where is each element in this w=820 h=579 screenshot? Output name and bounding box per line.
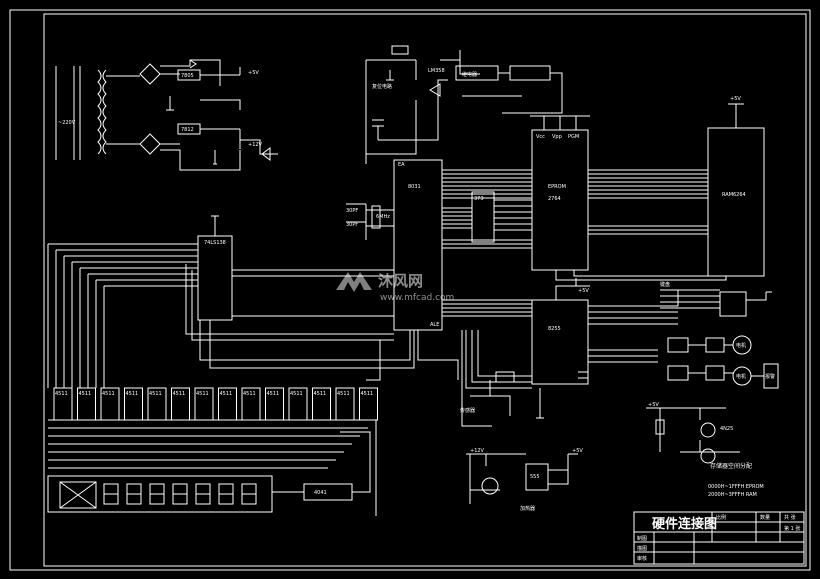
heater-label: 加热器 — [520, 505, 535, 512]
driver-chip-label: 4511 — [220, 391, 233, 397]
seven-seg-digit — [149, 483, 165, 505]
eprom-label: EPROM — [548, 184, 566, 190]
cap1-label: 30PF — [346, 208, 358, 214]
title-cell-drawn: 制图 — [637, 535, 647, 542]
ac-input-label: ~220V — [58, 120, 76, 126]
title-cell-checked: 审核 — [637, 555, 647, 562]
title-cell-sheet: 第 1 张 — [784, 525, 800, 532]
opto-label: 4N25 — [720, 426, 733, 432]
power-supply: ~220V 7805 7812 +5V +12V — [55, 59, 278, 171]
relay-output: 继电器 — [455, 65, 563, 114]
watermark: 沐风网 www.mfcad.com — [336, 272, 454, 303]
latch-label: 373 — [474, 196, 484, 202]
sensor-circuit: +5V 4N25 — [646, 402, 740, 464]
inner-frame — [43, 13, 807, 567]
latch-373: 373 — [471, 191, 532, 243]
ic-4041-label: 4041 — [314, 490, 327, 496]
ram-6264: RAM6264 +5V — [555, 96, 765, 281]
v12-out-label: +12V — [248, 142, 263, 148]
ppi-8255: 8255 +5V — [531, 278, 679, 385]
eprom-pin-vpp: Vpp — [552, 134, 562, 140]
watermark-url: www.mfcad.com — [380, 293, 454, 303]
watermark-logo-icon — [336, 272, 372, 292]
ic-4041: 4041 — [272, 431, 371, 501]
driver-chip-label: 4511 — [196, 391, 209, 397]
storage-title: 存储器空间分配 — [710, 462, 752, 470]
reg2-label: 7812 — [181, 127, 194, 133]
watermark-brand: 沐风网 — [378, 272, 423, 290]
seven-seg-digit — [218, 483, 234, 505]
outer-frame — [9, 9, 811, 571]
led-display — [47, 475, 273, 513]
ram-label: RAM6264 — [722, 192, 746, 198]
driver-chip-label: 4511 — [55, 391, 68, 397]
cap2-label: 30PF — [346, 222, 358, 228]
eprom-2764: EPROM 2764 Vcc Vpp PGM — [530, 115, 708, 271]
reset-circuit: 复位电路 LM358 — [365, 45, 480, 164]
ic-555-label: 555 — [530, 474, 540, 480]
vcc-out-label: +5V — [248, 70, 259, 76]
keypad-label: 键盘 — [660, 281, 670, 288]
ppi-vcc-label: +5V — [578, 288, 589, 294]
driver-chip-label: 4511 — [290, 391, 303, 397]
seven-seg-digit — [195, 483, 211, 505]
cpu-pin-ea: EA — [398, 162, 405, 168]
cpu-8031: 8031 EA ALE — [393, 159, 532, 331]
motor-a-label: 电机 — [736, 342, 746, 349]
reset-label: 复位电路 — [372, 83, 392, 90]
title-cell-total: 共 张 — [784, 514, 796, 521]
driver-chip-label: 4511 — [126, 391, 139, 397]
seven-seg-digit — [126, 483, 142, 505]
title-block: 硬件连接图 比例 数量 共 张 第 1 张 制图 描图 审核 — [633, 511, 805, 565]
heater-v12-label: +12V — [470, 448, 485, 454]
mem-line2: 2000H~3FFFH RAM — [708, 492, 757, 498]
sensor-label: 传感器 — [460, 407, 475, 414]
ram-vcc-label: +5V — [730, 96, 741, 102]
sensor-vcc-label: +5V — [648, 402, 659, 408]
title-cell-traced: 描图 — [637, 545, 647, 552]
driver-chip-label: 4511 — [243, 391, 256, 397]
driver-chip-label: 4511 — [79, 391, 92, 397]
alarm-label: 报警 — [765, 373, 775, 380]
title-cell-qty: 数量 — [760, 514, 770, 521]
eprom-pin-pgm: PGM — [568, 134, 579, 140]
heater-circuit: 555 +12V +5V 加热器 传感器 — [460, 371, 583, 512]
driver-chip-label: 4511 — [361, 391, 374, 397]
driver-chip-label: 4511 — [267, 391, 280, 397]
driver-chip-label: 4511 — [102, 391, 115, 397]
decoder-label: 74LS138 — [204, 240, 226, 246]
seven-seg-digit — [172, 483, 188, 505]
driver-chip-label: 4511 — [337, 391, 350, 397]
comparator-label: LM358 — [428, 68, 445, 74]
title-block-title: 硬件连接图 — [652, 516, 717, 532]
mem-line1: 0000H~1FFFH EPROM — [708, 484, 764, 490]
crystal-label: 6MHz — [376, 214, 390, 220]
driver-chip-label: 4511 — [173, 391, 186, 397]
eprom-pin-vcc: Vcc — [536, 134, 545, 140]
crystal-osc: 30PF 30PF 6MHz — [346, 203, 394, 240]
decoder-74ls138: 74LS138 — [197, 215, 394, 321]
output-drivers: 键盘 电机 电机 报警 — [660, 281, 779, 389]
ppi-label: 8255 — [548, 326, 561, 332]
eprom-sub-label: 2764 — [548, 196, 561, 202]
relay-label: 继电器 — [462, 71, 477, 78]
reg1-label: 7805 — [181, 73, 194, 79]
seven-seg-digit — [241, 483, 257, 505]
cpu-pin-ale: ALE — [430, 322, 439, 328]
title-cell-scale: 比例 — [716, 514, 726, 521]
heater-vcc-label: +5V — [572, 448, 583, 454]
bus-wiring — [47, 243, 532, 516]
driver-chip-label: 4511 — [314, 391, 327, 397]
memory-map-note: 存储器空间分配 0000H~1FFFH EPROM 2000H~3FFFH RA… — [708, 462, 764, 498]
cpu-label: 8031 — [408, 184, 421, 190]
driver-chip-label: 4511 — [149, 391, 162, 397]
seven-seg-digit — [103, 483, 119, 505]
display-drivers: 4511 4511 4511 4511 4511 4511 4511 4511 4511 4511… — [53, 387, 378, 421]
motor-b-label: 电机 — [736, 373, 746, 380]
